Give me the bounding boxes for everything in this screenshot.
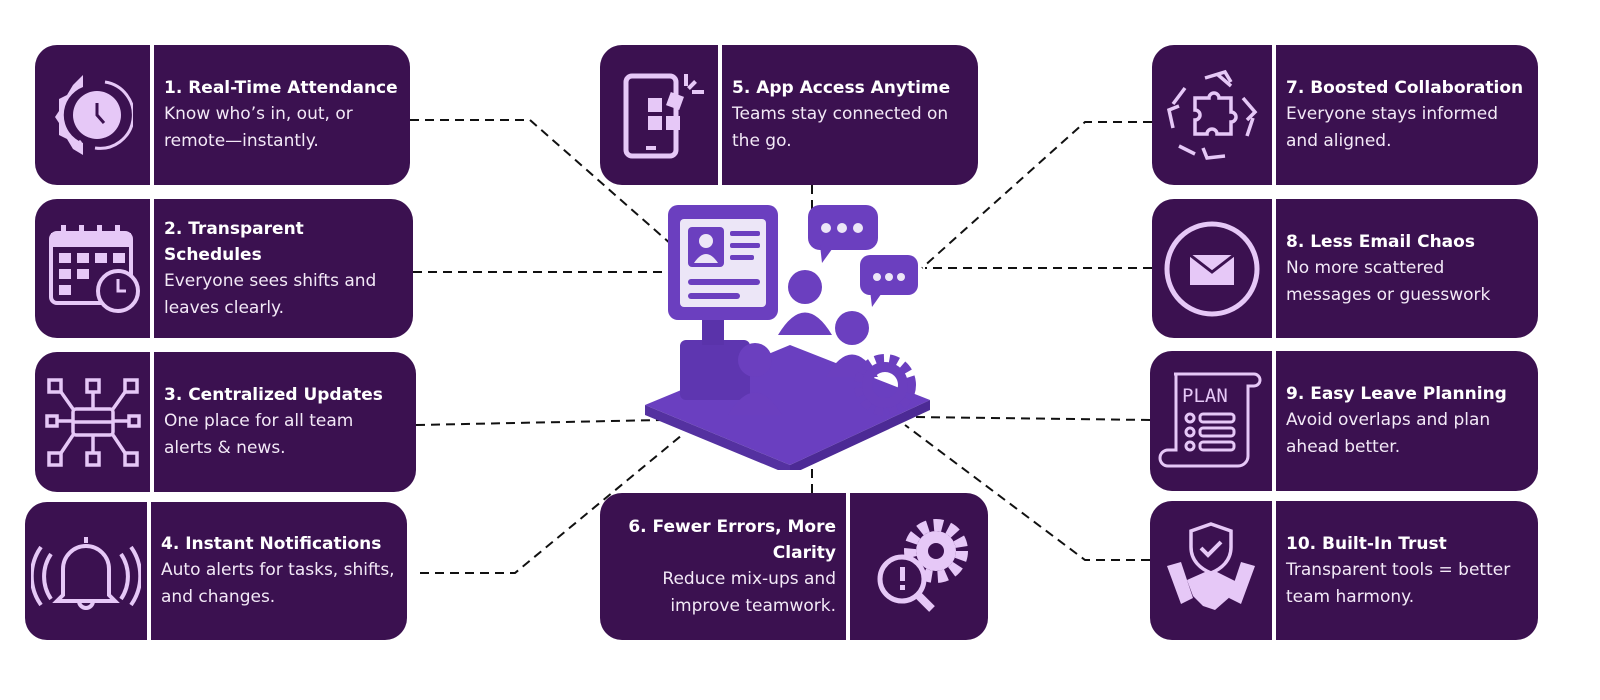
card-description: No more scattered messages or guesswork bbox=[1286, 257, 1491, 305]
plan-list-icon: PLAN bbox=[1150, 351, 1272, 491]
card-title: 3. Centralized Updates bbox=[164, 385, 383, 405]
plan-label: PLAN bbox=[1182, 385, 1228, 407]
card-title: 7. Boosted Collaboration bbox=[1286, 78, 1524, 98]
card-description: Reduce mix-ups and improve teamwork. bbox=[662, 568, 836, 616]
puzzle-hands-icon bbox=[1152, 45, 1272, 185]
card-description: One place for all team alerts & news. bbox=[164, 411, 354, 458]
card-title: 9. Easy Leave Planning bbox=[1286, 384, 1507, 404]
card-title: 2. Transparent Schedules bbox=[164, 218, 304, 265]
card-divider bbox=[150, 199, 154, 338]
card-divider bbox=[846, 493, 850, 640]
team-workspace-illustration bbox=[645, 205, 930, 470]
handshake-shield-icon bbox=[1150, 501, 1272, 640]
calendar-clock-icon bbox=[35, 199, 150, 338]
envelope-icon bbox=[1152, 199, 1272, 338]
card-divider bbox=[1272, 45, 1276, 185]
card-description: Auto alerts for tasks, shifts, and chang… bbox=[161, 560, 395, 607]
card-title: 5. App Access Anytime bbox=[732, 78, 951, 98]
card-divider bbox=[147, 502, 151, 640]
card-title: 8. Less Email Chaos bbox=[1286, 231, 1475, 252]
feature-card-less-email-chaos: 8. Less Email Chaos No more scattered mes… bbox=[1152, 199, 1538, 338]
card-title: 1. Real-Time Attendance bbox=[164, 78, 398, 98]
card-description: Avoid overlaps and plan ahead better. bbox=[1286, 410, 1491, 457]
card-title: 6. Fewer Errors, More Clarity bbox=[628, 516, 836, 563]
card-description: Everyone stays informed and aligned. bbox=[1286, 104, 1498, 151]
card-description: Know who’s in, out, or remote—instantly. bbox=[164, 104, 353, 151]
card-title: 4. Instant Notifications bbox=[161, 534, 382, 554]
card-divider bbox=[150, 352, 154, 492]
card-description: Everyone sees shifts and leaves clearly. bbox=[164, 270, 377, 318]
card-divider bbox=[150, 45, 154, 185]
card-divider bbox=[1272, 351, 1276, 491]
card-divider bbox=[1272, 501, 1276, 640]
mobile-app-icon bbox=[600, 45, 718, 185]
card-description: Teams stay connected on the go. bbox=[732, 104, 949, 151]
card-description: Transparent tools = better team harmony. bbox=[1286, 559, 1511, 607]
card-divider bbox=[1272, 199, 1276, 338]
card-divider bbox=[718, 45, 722, 185]
card-title: 10. Built-In Trust bbox=[1286, 533, 1447, 554]
server-network-icon bbox=[35, 352, 150, 492]
search-gear-icon bbox=[850, 493, 988, 640]
bell-icon bbox=[25, 502, 147, 640]
gear-clock-icon bbox=[35, 45, 150, 185]
